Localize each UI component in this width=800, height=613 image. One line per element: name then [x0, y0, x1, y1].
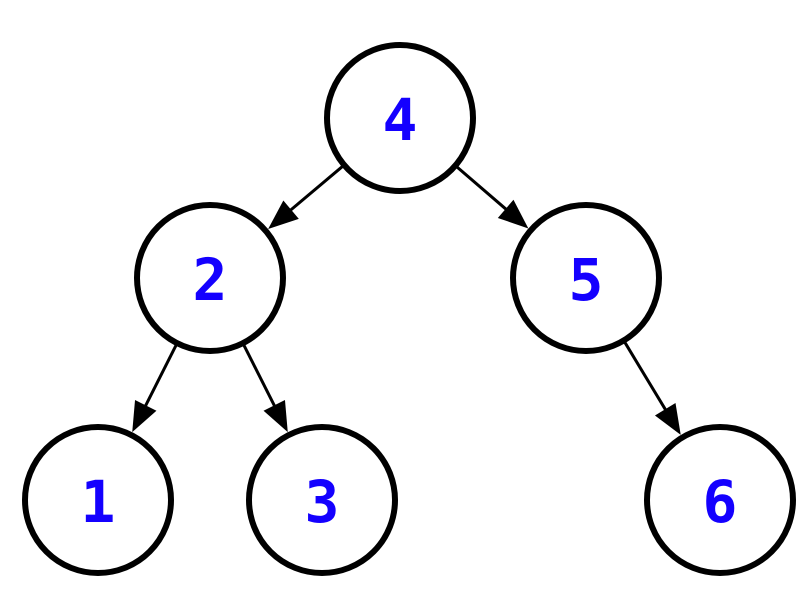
node-label: 1: [81, 468, 116, 536]
arrowhead-icon: [268, 200, 299, 230]
tree-node-6: 6: [644, 424, 796, 576]
node-circle: [22, 424, 174, 576]
tree-node-2: 2: [134, 202, 286, 354]
nodes: 4 2 5 1 3 6: [22, 42, 796, 576]
edge-line: [623, 341, 668, 412]
edge-4-to-5: [455, 165, 529, 229]
edge-line: [143, 344, 178, 408]
edge-line: [455, 165, 509, 212]
node-circle: [644, 424, 796, 576]
edges: [132, 165, 681, 435]
edge-line: [288, 165, 344, 213]
edge-2-to-1: [132, 344, 178, 433]
node-label: 2: [193, 246, 228, 314]
edge-2-to-3: [242, 344, 288, 433]
node-circle: [510, 202, 662, 354]
arrowhead-icon: [497, 199, 529, 229]
node-label: 4: [383, 86, 418, 154]
node-circle: [134, 202, 286, 354]
edge-line: [242, 344, 277, 408]
arrowhead-icon: [132, 399, 157, 433]
edge-4-to-2: [268, 165, 344, 230]
node-label: 5: [569, 246, 604, 314]
node-label: 6: [703, 468, 738, 536]
arrowhead-icon: [654, 403, 681, 435]
node-circle: [246, 424, 398, 576]
tree-node-3: 3: [246, 424, 398, 576]
tree-node-4: 4: [324, 42, 476, 194]
tree-node-5: 5: [510, 202, 662, 354]
tree-node-1: 1: [22, 424, 174, 576]
node-circle: [324, 42, 476, 194]
edge-5-to-6: [623, 341, 681, 435]
node-label: 3: [305, 468, 340, 536]
arrowhead-icon: [263, 399, 288, 433]
